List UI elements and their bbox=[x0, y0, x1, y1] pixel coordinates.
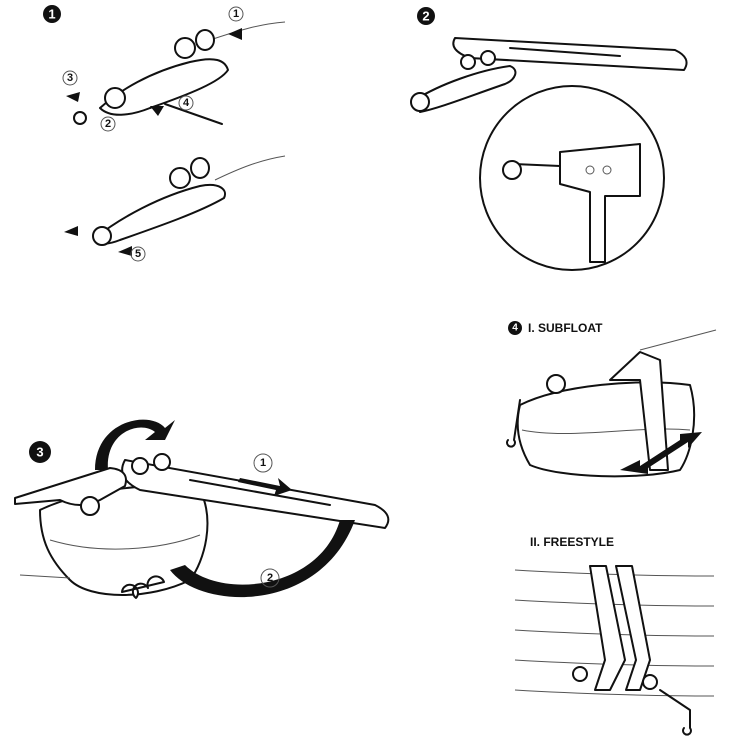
peg bbox=[480, 50, 496, 66]
callout-1: 1 bbox=[228, 6, 244, 22]
swivel bbox=[104, 87, 126, 109]
peg bbox=[153, 453, 171, 471]
detail-magnifier bbox=[479, 85, 665, 271]
bait-holder bbox=[414, 65, 517, 113]
peg bbox=[174, 37, 196, 59]
swivel bbox=[92, 226, 112, 246]
step2-badge-label: 2 bbox=[422, 9, 429, 24]
callout-1: 1 bbox=[253, 453, 273, 473]
svg-text:1: 1 bbox=[260, 457, 266, 469]
hook-icon bbox=[659, 689, 692, 736]
peg bbox=[131, 457, 149, 475]
detail-swivel bbox=[502, 160, 522, 180]
arrow-icon bbox=[64, 226, 78, 236]
ring-chain bbox=[121, 575, 165, 599]
arrow-icon bbox=[238, 478, 292, 496]
detail-strap bbox=[559, 143, 641, 263]
peg bbox=[195, 29, 215, 51]
arrow-icon bbox=[66, 92, 80, 102]
line bbox=[19, 574, 71, 579]
float-line bbox=[521, 428, 691, 434]
swivel bbox=[546, 374, 566, 394]
hole bbox=[585, 165, 595, 175]
strap bbox=[615, 565, 651, 691]
rotate-arrow-icon bbox=[95, 419, 175, 470]
svg-text:1: 1 bbox=[233, 8, 239, 20]
hand bbox=[14, 467, 127, 506]
float-line bbox=[49, 534, 201, 550]
step1-badge bbox=[43, 5, 61, 23]
hole bbox=[602, 165, 612, 175]
swivel bbox=[572, 666, 588, 682]
svg-text:2: 2 bbox=[105, 118, 111, 130]
step1-panel: 1 1 3 2 4 5 bbox=[43, 5, 286, 262]
bait-holder bbox=[94, 184, 226, 245]
step2-panel: 2 bbox=[410, 7, 688, 271]
step4-badge-label: 4 bbox=[512, 323, 518, 334]
swivel bbox=[410, 92, 430, 112]
svg-text:5: 5 bbox=[135, 248, 141, 260]
detail-stem bbox=[513, 163, 561, 167]
callout-2: 2 bbox=[100, 116, 116, 132]
subfloat-title: I. SUBFLOAT bbox=[528, 321, 603, 335]
line bbox=[214, 155, 286, 181]
strap-slot bbox=[189, 479, 331, 506]
swivel bbox=[80, 496, 100, 516]
hook-icon bbox=[506, 399, 521, 448]
callout-5: 5 bbox=[130, 246, 146, 262]
callout-2: 2 bbox=[260, 568, 280, 588]
step3-badge-label: 3 bbox=[36, 445, 43, 460]
svg-text:4: 4 bbox=[183, 97, 190, 109]
bait-holder bbox=[99, 58, 229, 116]
pin bbox=[164, 103, 223, 125]
step1-badge-label: 1 bbox=[48, 7, 55, 22]
freestyle-title: II. FREESTYLE bbox=[530, 535, 614, 549]
svg-text:3: 3 bbox=[67, 72, 73, 84]
arrow-icon bbox=[150, 106, 164, 116]
step3-panel: 3 1 2 bbox=[14, 419, 390, 599]
arrow-icon bbox=[118, 246, 132, 256]
callout-3: 3 bbox=[62, 70, 78, 86]
callout-4: 4 bbox=[178, 95, 194, 111]
line bbox=[639, 329, 717, 351]
rotate-arrow-icon bbox=[170, 520, 355, 598]
swivel bbox=[642, 674, 658, 690]
double-arrow-icon bbox=[620, 432, 702, 474]
line bbox=[209, 21, 286, 41]
strap bbox=[589, 565, 626, 691]
peg bbox=[169, 167, 191, 189]
strap-slot bbox=[509, 47, 621, 57]
ring bbox=[73, 111, 87, 125]
svg-text:2: 2 bbox=[267, 572, 273, 584]
peg bbox=[460, 54, 476, 70]
arrow-icon bbox=[228, 28, 242, 40]
step4-panel: 4 I. SUBFLOAT II. FREESTYLE bbox=[506, 321, 717, 736]
step2-badge bbox=[417, 7, 435, 25]
step4-badge bbox=[508, 321, 522, 335]
peg bbox=[190, 157, 210, 179]
step3-badge bbox=[29, 441, 51, 463]
strap bbox=[452, 37, 688, 71]
strap bbox=[609, 351, 669, 471]
